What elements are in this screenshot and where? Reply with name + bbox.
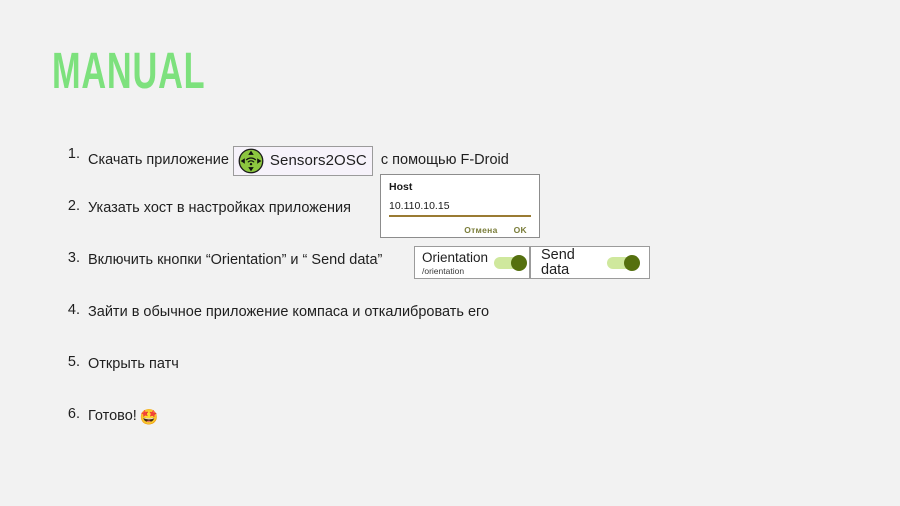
sensors2osc-app-name: Sensors2OSC <box>269 152 367 169</box>
list-item-step-5: 5. Открыть патч <box>60 346 860 398</box>
list-item-step-3: 3. Включить кнопки “Orientation” и “ Sen… <box>60 242 860 294</box>
send-data-title: Send data <box>541 246 575 278</box>
step-5-number: 5. <box>67 354 80 370</box>
orientation-subtitle: /orientation <box>422 265 465 276</box>
step-2-text: Указать хост в настройках приложения <box>88 200 352 216</box>
star-struck-emoji-icon: 🤩 <box>139 409 159 426</box>
step-3-number: 3. <box>67 250 80 266</box>
step-4-number: 4. <box>67 302 80 318</box>
list-item-step-2: 2. Указать хост в настройках приложения <box>60 190 860 242</box>
step-1-text-before: Скачать приложение <box>88 152 229 168</box>
send-data-toggle-switch[interactable] <box>607 254 640 271</box>
host-settings-dialog: Host 10.110.10.15 Отмена OK <box>380 174 540 238</box>
step-1-number: 1. <box>67 146 80 162</box>
step-1-text-after: с помощью F-Droid <box>380 152 509 168</box>
step-6-label: Готово! <box>88 408 137 424</box>
host-input-underline <box>389 215 531 217</box>
host-dialog-actions: Отмена OK <box>389 225 531 235</box>
send-data-labels: Send data <box>541 246 601 278</box>
orientation-toggle-switch[interactable] <box>494 254 528 271</box>
list-item-step-1: 1. Скачать приложение Sensors2OSC с помощь… <box>60 138 860 190</box>
step-6-text: Готово!🤩 <box>88 406 159 428</box>
orientation-switch-knob <box>511 254 528 271</box>
send-data-toggle-row[interactable]: Send data <box>530 246 650 279</box>
list-item-step-4: 4. Зайти в обычное приложение компаса и … <box>60 294 860 346</box>
host-input-value[interactable]: 10.110.10.15 <box>389 200 450 212</box>
step-1-text: Скачать приложение Sensors2OSC с помощью F… <box>88 146 509 176</box>
orientation-toggle-row[interactable]: Orientation /orientation <box>414 246 530 279</box>
step-6-number: 6. <box>67 406 80 422</box>
host-dialog-title: Host <box>389 181 413 193</box>
step-2-number: 2. <box>67 198 80 214</box>
sensors2osc-app-badge[interactable]: Sensors2OSC <box>232 146 373 176</box>
cancel-button[interactable]: Отмена <box>464 225 498 235</box>
orientation-title: Orientation <box>422 249 489 265</box>
orientation-labels: Orientation /orientation <box>422 250 488 276</box>
send-data-switch-knob <box>624 254 640 271</box>
ok-button[interactable]: OK <box>513 225 527 235</box>
step-3-text: Включить кнопки “Orientation” и “ Send d… <box>88 252 383 268</box>
step-5-text: Открыть патч <box>88 356 179 372</box>
manual-steps-list: 1. Скачать приложение Sensors2OSC с помощь… <box>60 138 860 450</box>
sensors2osc-app-icon <box>238 148 264 174</box>
step-4-text: Зайти в обычное приложение компаса и отк… <box>88 304 490 320</box>
list-item-step-6: 6. Готово!🤩 <box>60 398 860 450</box>
page-title: MANUAL <box>52 42 206 100</box>
